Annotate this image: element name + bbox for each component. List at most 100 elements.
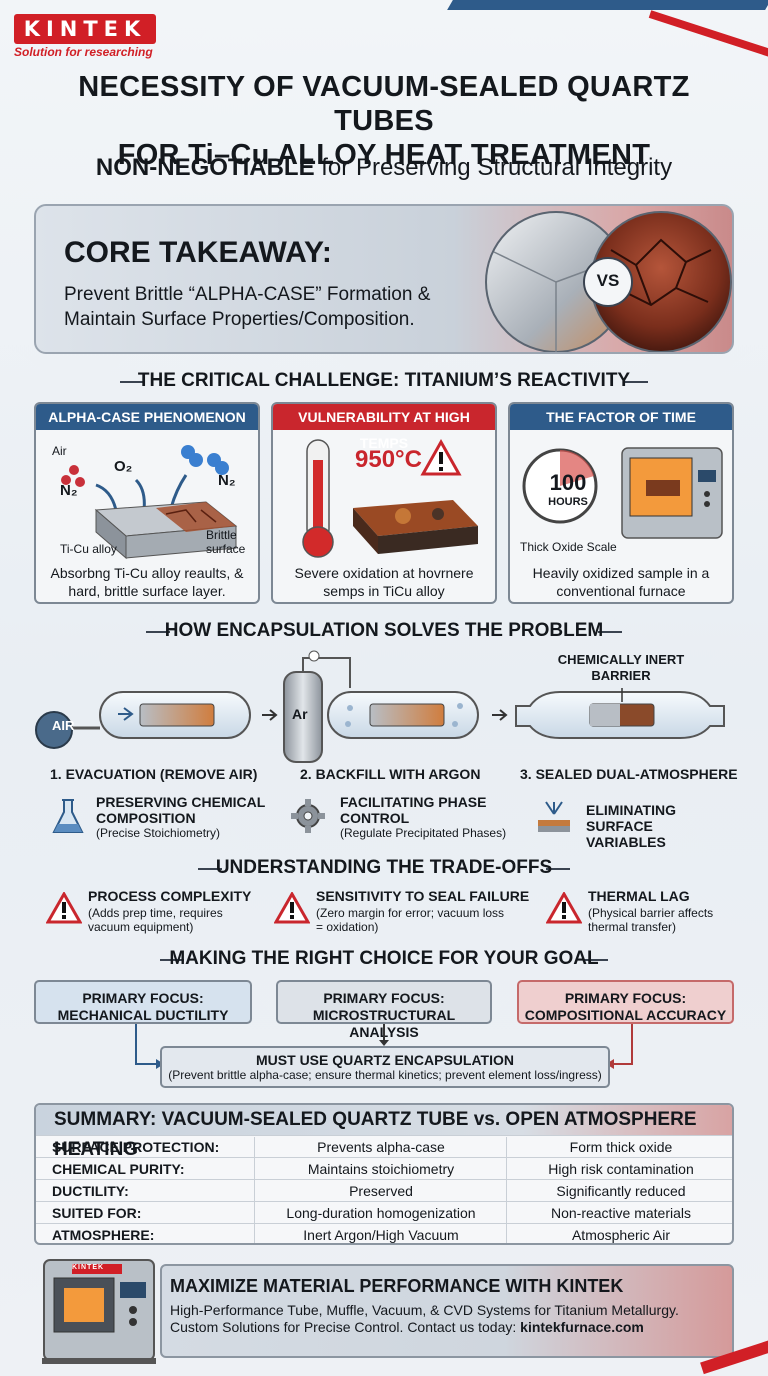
card-alpha-case-header: ALPHA-CASE PHENOMENON <box>36 404 258 430</box>
benefit-2-title: FACILITATING PHASE CONTROL <box>340 794 487 826</box>
label-air: Air <box>52 444 67 458</box>
arrow-icon <box>262 709 278 721</box>
furnace-brand-label: KINTEK <box>72 1264 105 1271</box>
top-stripe-blue <box>447 0 768 10</box>
tradeoff-3-title: THERMAL LAG <box>588 888 690 904</box>
core-text: Prevent Brittle “ALPHA-CASE” Formation &… <box>64 284 431 330</box>
row-open: Significantly reduced <box>556 1183 686 1199</box>
surface-layers-icon <box>538 801 570 832</box>
card-high-temps: VULNERABILITY AT HIGH TEMPS 950°C Severe… <box>271 402 497 604</box>
choice-microstructural-analysis: PRIMARY FOCUS: MICROSTRUCTURAL ANALYSIS <box>276 980 492 1040</box>
card-alpha-case: ALPHA-CASE PHENOMENON Air O₂ N₂ N₂ Ti-Cu… <box>34 402 260 604</box>
section-choice-title: MAKING THE RIGHT CHOICE FOR YOUR GOAL <box>169 948 599 969</box>
cta-line-1: High-Performance Tube, Muffle, Vacuum, &… <box>170 1302 679 1318</box>
warning-icon <box>46 892 82 924</box>
divider-left <box>120 381 144 383</box>
divider-right-2 <box>598 631 622 633</box>
cta-panel: MAXIMIZE MATERIAL PERFORMANCE WITH KINTE… <box>160 1264 734 1358</box>
comparison-illustration <box>485 211 732 352</box>
cta-text: High-Performance Tube, Muffle, Vacuum, &… <box>170 1302 679 1336</box>
vacuum-pump-icon <box>35 711 73 749</box>
website-link[interactable]: kintekfurnace.com <box>520 1319 644 1335</box>
step-1-label: 1. EVACUATION (REMOVE AIR) <box>50 766 258 782</box>
row-open: Form thick oxide <box>569 1139 673 1155</box>
tradeoff-2-sub: (Zero margin for error; vacuum loss = ox… <box>316 906 505 934</box>
benefit-2-sub: (Regulate Precipitated Phases) <box>340 826 507 840</box>
choice-3-line2: COMPOSITIONAL ACCURACY <box>524 1007 727 1023</box>
hours-value: 100 <box>549 470 587 495</box>
cta-line-2: Custom Solutions for Precise Control. Co… <box>170 1319 521 1335</box>
card-high-temps-caption: Severe oxidation at hovrnere semps in Ti… <box>294 565 474 599</box>
divider-left-2 <box>146 631 170 633</box>
subtitle-emphasis: NON-NEGOTIABLE <box>95 154 315 181</box>
temp-label: 950°C <box>355 446 422 473</box>
corner-stripe-red <box>648 10 768 58</box>
label-n2-right: N₂ <box>218 472 236 489</box>
row-quartz: Long-duration homogenization <box>286 1205 476 1221</box>
card-factor-time: THE FACTOR OF TIME 100 HOURS Thick Oxide… <box>508 402 734 604</box>
benefit-3-title: ELIMINATING SURFACE VARIABLES <box>586 802 676 850</box>
tradeoff-2-title: SENSITIVITY TO SEAL FAILURE <box>316 888 530 904</box>
divider-right-4 <box>584 959 608 961</box>
warning-icon-2 <box>274 892 310 924</box>
tradeoff-3-sub: (Physical barrier affects thermal transf… <box>588 906 714 934</box>
section-challenge-title: THE CRITICAL CHALLENGE: TITANIUM’S REACT… <box>137 370 631 391</box>
row-label: DUCTILITY: <box>52 1183 129 1199</box>
table-row: ATMOSPHERE: Inert Argon/High Vacuum Atmosp… <box>36 1223 732 1243</box>
summary-table: SUMMARY: VACUUM-SEALED QUARTZ TUBE vs. O… <box>34 1103 734 1245</box>
cta-heading: MAXIMIZE MATERIAL PERFORMANCE WITH KINTE… <box>170 1276 624 1296</box>
card-alpha-case-caption: Absorbng Ti-Cu alloy reaults, & hard, br… <box>50 565 244 599</box>
vs-label: VS <box>596 271 620 290</box>
card-factor-time-caption: Heavily oxidized sample in a conventiona… <box>532 565 710 599</box>
row-label: ATMOSPHERE: <box>52 1227 155 1243</box>
divider-left-4 <box>160 959 184 961</box>
label-brittle-surface: Brittle surface <box>206 528 246 556</box>
section-encapsulation-title: HOW ENCAPSULATION SOLVES THE PROBLEM <box>164 620 604 641</box>
benefit-1-sub: (Precise Stoichiometry) <box>96 826 221 840</box>
furnace-product-image <box>42 1259 156 1364</box>
inert-barrier-label: CHEMICALLY INERT BARRIER <box>557 652 685 683</box>
table-row: SURFACE PROTECTION: Prevents alpha-case Fo… <box>36 1135 732 1157</box>
choice-arrows <box>135 1024 633 1069</box>
result-sub: (Prevent brittle alpha-case; ensure ther… <box>168 1068 602 1082</box>
vs-badge <box>583 257 633 307</box>
row-open: Atmospheric Air <box>571 1227 671 1243</box>
card-factor-time-header: THE FACTOR OF TIME <box>510 404 732 430</box>
benefit-1-title: PRESERVING CHEMICAL COMPOSITION <box>96 794 266 826</box>
row-quartz: Preserved <box>349 1183 413 1199</box>
page-subtitle: NON-NEGOTIABLE for Preserving Structural… <box>30 154 738 182</box>
time-illustration <box>522 447 723 539</box>
choice-mechanical-ductility: PRIMARY FOCUS: MECHANICAL DUCTILITY <box>34 980 252 1024</box>
subtitle-rest: for Preserving Structural Integrity <box>314 154 673 181</box>
row-open: High risk contamination <box>548 1161 694 1177</box>
tradeoff-1-sub: (Adds prep time, requires vacuum equipme… <box>88 906 223 934</box>
step-2-label: 2. BACKFILL WITH ARGON <box>300 766 481 782</box>
logo-tagline: Solution for researching <box>14 45 153 59</box>
high-temp-illustration <box>302 438 478 558</box>
choice-compositional-accuracy: PRIMARY FOCUS: COMPOSITIONAL ACCURACY <box>517 980 734 1024</box>
tradeoff-1-title: PROCESS COMPLEXITY <box>88 888 252 904</box>
choice-3-line1: PRIMARY FOCUS: <box>564 990 687 1006</box>
result-box: MUST USE QUARTZ ENCAPSULATION (Prevent b… <box>160 1046 610 1088</box>
warning-icon-3 <box>546 892 582 924</box>
section-tradeoffs-title: UNDERSTANDING THE TRADE-OFFS <box>215 857 553 878</box>
row-quartz: Inert Argon/High Vacuum <box>303 1227 459 1243</box>
table-col-sep-2 <box>506 1137 507 1243</box>
row-quartz: Prevents alpha-case <box>317 1139 445 1155</box>
label-ti-cu-alloy: Ti-Cu alloy <box>60 542 117 556</box>
divider-right-3 <box>546 868 570 870</box>
row-quartz: Maintains stoichiometry <box>307 1161 455 1177</box>
table-row: DUCTILITY: Preserved Significantly reduced <box>36 1179 732 1201</box>
gear-icon <box>291 799 325 833</box>
choice-2-line1: PRIMARY FOCUS: <box>323 990 445 1006</box>
table-col-sep-1 <box>254 1137 255 1243</box>
table-row: CHEMICAL PURITY: Maintains stoichiometry H… <box>36 1157 732 1179</box>
label-o2: O₂ <box>114 458 133 475</box>
row-label: CHEMICAL PURITY: <box>52 1161 185 1177</box>
encapsulation-process-illustration <box>35 650 725 763</box>
row-label: SURFACE PROTECTION: <box>52 1139 220 1155</box>
result-title: MUST USE QUARTZ ENCAPSULATION <box>256 1052 514 1068</box>
summary-title: SUMMARY: VACUUM-SEALED QUARTZ TUBE vs. O… <box>36 1105 732 1160</box>
oxide-scale-label: Thick Oxide Scale <box>520 540 617 554</box>
